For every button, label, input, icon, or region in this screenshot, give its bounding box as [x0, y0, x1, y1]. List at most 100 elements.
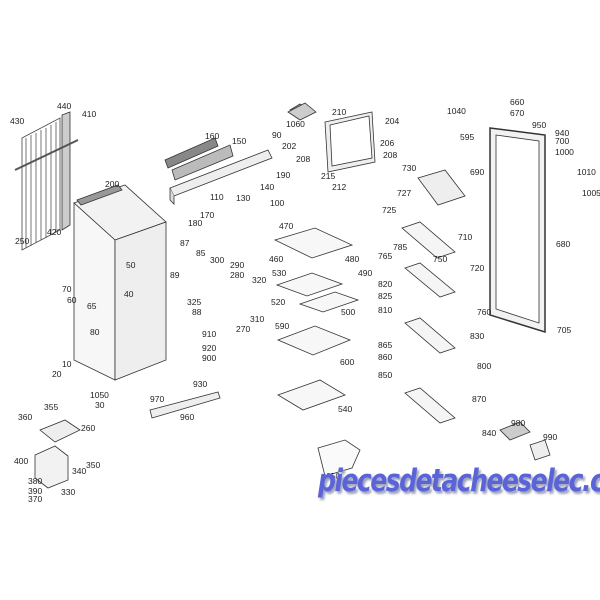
part-number-label: 85: [196, 248, 206, 258]
part-number-label: 900: [202, 353, 217, 363]
part-number-label: 960: [180, 412, 195, 422]
cabinet-body: [73, 184, 167, 381]
part-number-label: 170: [200, 210, 215, 220]
part-number-label: 760: [477, 307, 492, 317]
part-number-label: 860: [378, 352, 393, 362]
part-number-label: 660: [510, 97, 525, 107]
part-number-label: 90: [272, 130, 282, 140]
part-number-label: 212: [332, 182, 347, 192]
hinge-bar: [149, 391, 221, 419]
glass-shelves: [273, 227, 361, 477]
part-number-label: 690: [470, 167, 485, 177]
part-number-label: 325: [187, 297, 202, 307]
part-number-label: 700: [555, 136, 570, 146]
part-number-label: 88: [192, 307, 202, 317]
part-number-label: 10: [62, 359, 72, 369]
part-number-label: 840: [482, 428, 497, 438]
part-number-label: 65: [87, 301, 97, 311]
part-number-label: 40: [124, 289, 134, 299]
part-number-label: 110: [210, 192, 224, 202]
part-number-label: 500: [341, 307, 356, 317]
part-number-label: 850: [378, 370, 393, 380]
part-number-label: 80: [90, 327, 100, 337]
part-number-label: 370: [28, 494, 43, 504]
part-number-label: 208: [296, 154, 311, 164]
part-number-label: 530: [272, 268, 287, 278]
part-number-label: 785: [393, 242, 408, 252]
part-number-label: 1010: [577, 167, 596, 177]
part-number-label: 1005: [582, 188, 600, 198]
part-number-label: 250: [15, 236, 30, 246]
part-number-label: 130: [236, 193, 251, 203]
part-number-label: 190: [276, 170, 291, 180]
part-number-label: 215: [321, 171, 336, 181]
part-number-label: 350: [86, 460, 101, 470]
part-number-label: 290: [230, 260, 245, 270]
part-number-label: 910: [202, 329, 217, 339]
part-number-label: 89: [170, 270, 180, 280]
part-number-label: 70: [62, 284, 72, 294]
part-number-label: 765: [378, 251, 393, 261]
part-number-label: 810: [378, 305, 393, 315]
part-number-label: 410: [82, 109, 97, 119]
part-number-label: 100: [270, 198, 285, 208]
part-number-label: 725: [382, 205, 397, 215]
part-number-label: 705: [557, 325, 572, 335]
part-number-label: 160: [205, 131, 220, 141]
part-number-label: 355: [44, 402, 59, 412]
part-number-label: 202: [282, 141, 297, 151]
part-number-label: 1050: [90, 390, 109, 400]
part-number-label: 800: [477, 361, 492, 371]
part-number-label: 260: [81, 423, 96, 433]
part-number-label: 390: [28, 486, 43, 496]
watermark-logo: piecesdetacheeselec.com: [318, 462, 600, 499]
part-number-label: 950: [532, 120, 547, 130]
part-number-label: 750: [433, 254, 448, 264]
part-number-label: 480: [345, 254, 360, 264]
part-number-label: 204: [385, 116, 400, 126]
part-number-label: 320: [252, 275, 267, 285]
part-number-label: 590: [275, 321, 290, 331]
part-number-label: 670: [510, 108, 525, 118]
part-number-label: 720: [470, 263, 485, 273]
part-number-label: 210: [332, 107, 347, 117]
condenser-coil: [14, 111, 79, 251]
part-number-label: 930: [193, 379, 208, 389]
part-number-label: 710: [458, 232, 473, 242]
part-number-label: 50: [126, 260, 136, 270]
part-number-label: 470: [279, 221, 294, 231]
part-number-label: 980: [511, 418, 526, 428]
part-number-label: 1060: [286, 119, 305, 129]
part-number-label: 650: [326, 471, 341, 481]
part-number-label: 830: [470, 331, 485, 341]
part-number-label: 150: [232, 136, 247, 146]
part-number-label: 140: [260, 182, 275, 192]
part-number-label: 540: [338, 404, 353, 414]
part-number-label: 400: [14, 456, 29, 466]
part-number-label: 920: [202, 343, 217, 353]
part-number-label: 280: [230, 270, 245, 280]
part-number-label: 20: [52, 369, 62, 379]
part-number-label: 420: [47, 227, 62, 237]
part-number-label: 825: [378, 291, 393, 301]
part-number-label: 680: [556, 239, 571, 249]
part-number-label: 360: [18, 412, 33, 422]
part-number-label: 206: [380, 138, 395, 148]
part-number-label: 180: [188, 218, 203, 228]
part-number-label: 310: [250, 314, 265, 324]
part-number-label: 330: [61, 487, 76, 497]
part-number-label: 990: [543, 432, 558, 442]
ice-tray: [287, 102, 551, 461]
part-number-label: 300: [210, 255, 225, 265]
part-number-label: 865: [378, 340, 393, 350]
part-number-label: 970: [150, 394, 165, 404]
part-number-label: 460: [269, 254, 284, 264]
part-number-label: 340: [72, 466, 87, 476]
control-panel: [164, 137, 273, 205]
part-number-label: 430: [10, 116, 25, 126]
part-number-label: 820: [378, 279, 393, 289]
part-number-label: 270: [236, 324, 251, 334]
part-number-label: 940: [555, 128, 570, 138]
